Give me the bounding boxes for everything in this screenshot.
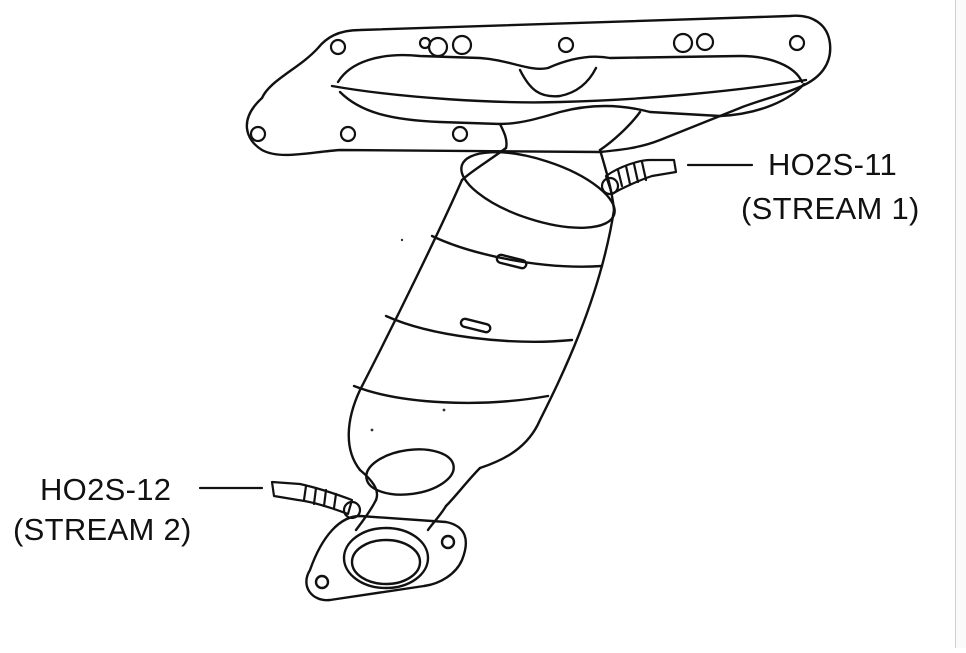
outlet-opening-outer <box>342 526 430 590</box>
upper-cone <box>460 146 616 212</box>
ho2s-11-stream-label: (STREAM 1) <box>741 191 920 226</box>
ho2s-12-stream-label: (STREAM 2) <box>13 512 192 547</box>
downstream-o2-sensor <box>270 480 362 520</box>
manifold-collector-right <box>598 110 642 152</box>
outlet-pipe <box>354 498 448 532</box>
manifold-runners <box>336 54 804 84</box>
page-edge <box>955 0 966 648</box>
manifold-collector-left <box>498 122 508 150</box>
outlet-flange <box>305 514 467 602</box>
converter-band-lower <box>352 384 550 405</box>
manifold-runner-lower <box>330 78 808 104</box>
lower-cone <box>358 466 482 508</box>
converter-band-mid <box>384 314 574 343</box>
ho2s-11-label: HO2S-11 <box>768 147 898 182</box>
ho2s-12-label: HO2S-12 <box>40 472 172 507</box>
upstream-o2-sensor <box>600 158 678 196</box>
print-specks <box>370 238 446 432</box>
outlet-flange-hole-right <box>440 534 456 550</box>
lower-cone-rim <box>365 448 455 496</box>
shield-slot-lower <box>459 317 492 334</box>
flange-bolt-holes <box>249 32 806 143</box>
converter-body <box>347 178 616 472</box>
manifold-flange <box>245 14 832 157</box>
manifold-runner-base <box>338 82 806 126</box>
outlet-opening-inner <box>350 538 422 586</box>
outlet-flange-hole-left <box>314 574 330 590</box>
manifold-center-bulge <box>518 66 598 98</box>
shield-slot-upper <box>495 253 528 270</box>
converter-band-upper <box>430 234 604 268</box>
